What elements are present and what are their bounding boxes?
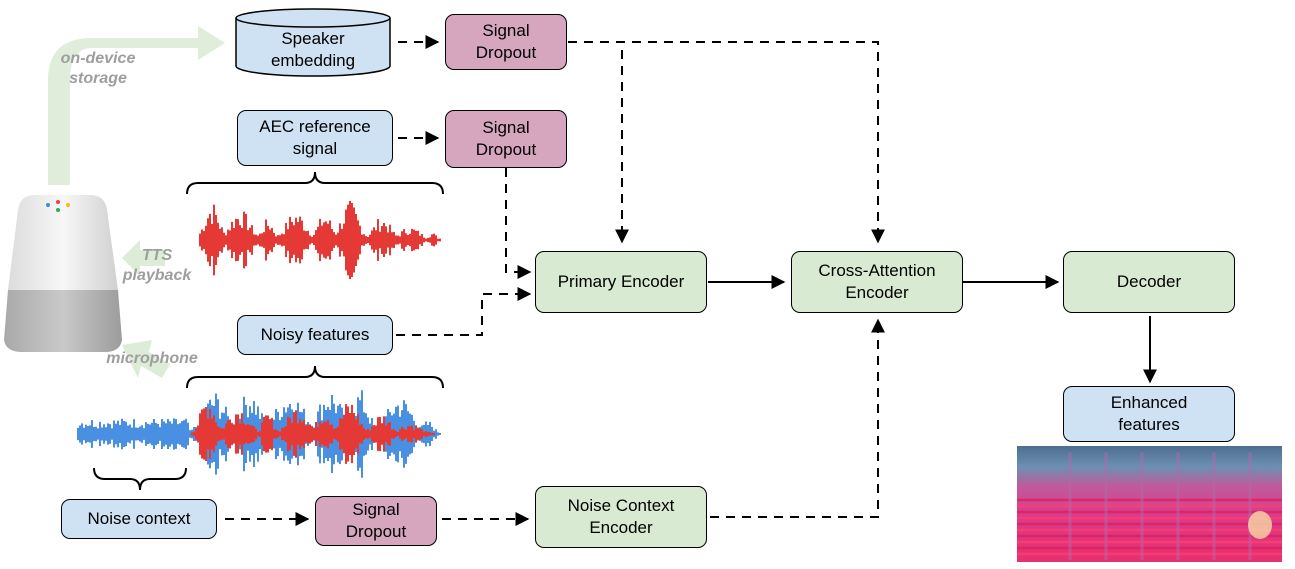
- signal-dropout-top: Signal Dropout: [445, 14, 567, 70]
- on-device-storage-label: on-device storage: [60, 50, 136, 87]
- spectrogram-image: [1017, 446, 1282, 562]
- aec-reference-box: AEC reference signal: [237, 110, 393, 166]
- mixture-waveform: [77, 390, 441, 478]
- arrow-dropout-mid-to-primary: [505, 168, 532, 279]
- arrow-dropout-top-to-crossattn: [568, 41, 885, 244]
- arrow-nce-to-crossattn: [710, 318, 885, 518]
- brace-tts: [186, 171, 444, 195]
- tts-arrow: [122, 240, 165, 276]
- primary-encoder-box: Primary Encoder: [535, 251, 707, 313]
- storage-arrow: [48, 26, 225, 185]
- smart-speaker-icon: [4, 195, 122, 352]
- tts-waveform: [199, 200, 441, 280]
- microphone-label: microphone: [106, 350, 198, 367]
- brace-noise-context: [93, 467, 187, 491]
- tts-playback-label: TTS playback: [122, 247, 192, 284]
- enhanced-features-box: Enhanced features: [1063, 386, 1235, 442]
- speaker-embedding-cylinder: [235, 8, 391, 77]
- noise-context-encoder-box: Noise Context Encoder: [535, 486, 707, 548]
- signal-dropout-mid: Signal Dropout: [445, 110, 567, 168]
- signal-dropout-bottom: Signal Dropout: [315, 496, 437, 546]
- connections: [225, 35, 1157, 526]
- decoder-box: Decoder: [1063, 251, 1235, 313]
- arrow-noisy-to-primary: [396, 287, 532, 336]
- cross-attention-encoder-box: Cross-Attention Encoder: [791, 251, 963, 313]
- speaker-embedding-label: Speaker embedding: [270, 29, 356, 70]
- microphone-arrow: [122, 340, 170, 378]
- brace-mixture: [186, 365, 444, 389]
- noisy-features-box: Noisy features: [237, 315, 393, 355]
- noise-context-box: Noise context: [61, 499, 217, 539]
